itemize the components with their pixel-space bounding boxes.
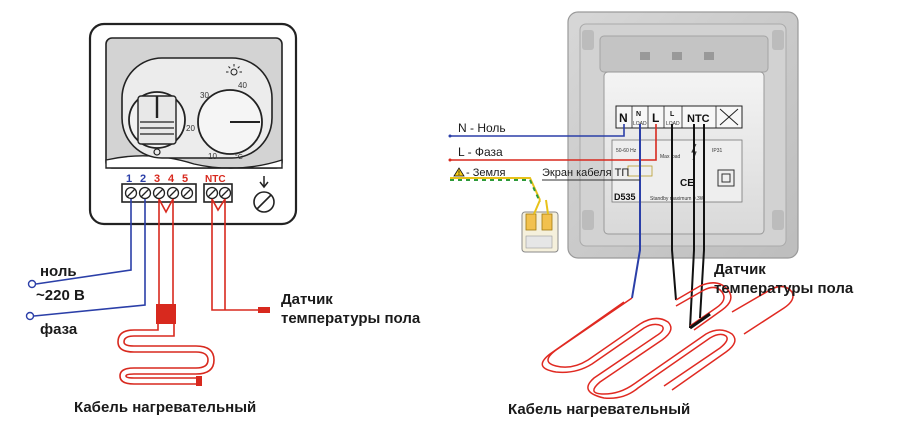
left-knob (128, 91, 186, 156)
right-cable-label: Кабель нагревательный (508, 401, 690, 418)
right-sensor-probe (689, 312, 711, 330)
terminal-neutral-dot (27, 279, 37, 289)
terminal-2: 2 (140, 173, 146, 185)
right-heating-cable (541, 282, 794, 400)
right-terminal-ntc: NTC (687, 113, 710, 125)
left-terminal-block: 1 2 3 4 5 NTC (121, 173, 275, 213)
dial-number-30: 30 (200, 91, 209, 100)
terminal-3: 3 (154, 173, 160, 185)
double-square-icon (717, 169, 735, 187)
terminal-4: 4 (168, 173, 175, 185)
dial-number-40: 40 (238, 81, 247, 90)
right-terminal-n-load: N (636, 111, 641, 118)
left-thermostat: 40 30 20 10 °C 1 (25, 22, 421, 416)
spec-4: Standby maximum 0.3W (650, 196, 705, 202)
right-label-phase: L - Фаза (458, 145, 503, 159)
left-cable-label: Кабель нагревательный (74, 399, 256, 416)
dial-number-10: 10 (208, 152, 217, 161)
terminal-ntc: NTC (205, 174, 226, 185)
left-wires (33, 198, 258, 317)
left-sensor-tip (258, 307, 270, 313)
left-heating-cable (117, 304, 215, 386)
dial-unit: °C (235, 153, 243, 161)
wago-connector (521, 211, 559, 253)
spec-ce: CE (680, 178, 694, 189)
spec-2: Max load (660, 154, 681, 160)
left-label-phase: фаза (40, 321, 78, 338)
spec-3: IP31 (712, 148, 723, 154)
right-sensor-label-1: Датчик (714, 261, 766, 278)
terminal-1: 1 (126, 173, 132, 185)
right-terminal-l-load: L (670, 111, 675, 118)
left-sensor-label-1: Датчик (281, 291, 333, 308)
right-label-neutral: N - Ноль (458, 121, 506, 135)
right-sensor-label-2: температуры пола (714, 280, 854, 297)
left-sensor-label-2: температуры пола (281, 310, 421, 327)
right-terminal-l-load-sub: LOAD (666, 121, 680, 127)
model-label: D535 (614, 192, 636, 202)
sun-icon (226, 64, 242, 76)
spec-1: 50-60 Hz (616, 148, 637, 154)
screw-icon (253, 191, 275, 213)
ground-warning-icon: ! (453, 167, 465, 177)
right-label-ground: - Земля (466, 167, 505, 179)
cross-box-icon (719, 108, 739, 126)
right-terminal-n: N (619, 111, 628, 125)
dial-number-20: 20 (186, 124, 195, 133)
left-dial: 40 30 20 10 °C (186, 64, 263, 161)
left-label-neutral: ноль (40, 263, 77, 280)
terminal-5: 5 (182, 173, 188, 185)
svg-text:!: ! (458, 171, 460, 177)
arrow-down-icon (259, 176, 269, 189)
right-terminal-l: L (652, 111, 659, 125)
right-thermostat: N N LOAD L L LOAD NTC 50-60 Hz Max load … (448, 11, 854, 418)
terminal-phase-dot (25, 311, 35, 321)
right-terminal-row: N N LOAD L L LOAD NTC (615, 105, 743, 129)
right-label-screen: Экран кабеля ТП (542, 167, 629, 179)
right-label-plate: 50-60 Hz Max load IP31 CE D535 Standby m… (611, 139, 743, 203)
right-wires (450, 124, 705, 329)
right-ground-wire (450, 177, 640, 203)
left-label-voltage: ~220 В (36, 287, 85, 304)
